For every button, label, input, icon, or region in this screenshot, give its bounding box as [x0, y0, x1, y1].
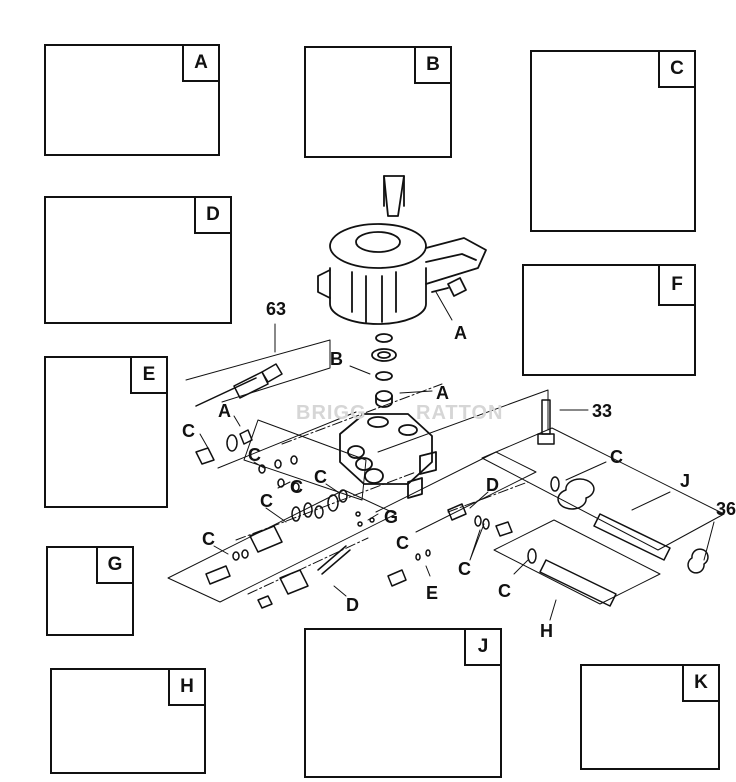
callout-a-upper: A	[454, 323, 467, 343]
callout-j-right: J	[680, 471, 691, 491]
kit-tag-k: K	[682, 666, 718, 702]
kit-box-c: C	[530, 50, 696, 232]
callout-33: 33	[592, 401, 613, 421]
kit-tag-e: E	[130, 358, 166, 394]
callout-c-left3: C	[290, 477, 303, 497]
kit-box-g: G	[46, 546, 134, 636]
callout-c-mid1: C	[314, 467, 327, 487]
callout-h-low: H	[540, 621, 553, 641]
kit-tag-c: C	[658, 52, 694, 88]
pump-housing	[317, 175, 487, 325]
callout-a-mid: A	[436, 383, 449, 403]
kit-tag-b: B	[414, 48, 450, 84]
callout-a-left: A	[218, 401, 231, 421]
kit-box-k: K	[580, 664, 720, 770]
kit-tag-h: H	[168, 670, 204, 706]
callout-c-left4: C	[260, 491, 273, 511]
pump-manifold	[339, 413, 437, 499]
inlet-fitting-63	[195, 363, 283, 407]
kit-box-e: E	[44, 356, 168, 508]
kit-box-j: J	[304, 628, 502, 778]
callout-d-low: D	[346, 595, 359, 615]
callout-63: 63	[266, 299, 287, 319]
bolt-33	[537, 399, 555, 445]
watermark-left: BRIGG	[296, 402, 367, 424]
leader-lines	[199, 291, 715, 621]
kit-tag-j: J	[464, 630, 500, 666]
pump-seal-stack	[371, 333, 397, 408]
callout-b-main: B	[330, 349, 343, 369]
group-brackets	[167, 339, 725, 605]
left-parts-group	[195, 429, 351, 609]
callout-c-right2: C	[498, 581, 511, 601]
right-pipe-assemblies	[527, 476, 709, 607]
callout-e-low: E	[426, 583, 439, 603]
kit-tag-d: D	[194, 198, 230, 234]
callout-c-right1: C	[610, 447, 623, 467]
watermark-right: RATTON	[416, 402, 504, 424]
callout-g-mid: G	[384, 507, 399, 527]
kit-box-b: B	[304, 46, 452, 158]
kit-tag-f: F	[658, 266, 694, 306]
callout-c-right2-low: C	[458, 559, 471, 579]
kit-box-h: H	[50, 668, 206, 774]
callout-36: 36	[716, 499, 736, 519]
kit-box-a: A	[44, 44, 220, 156]
callout-c-left5: C	[202, 529, 215, 549]
kit-tag-a: A	[182, 46, 218, 82]
kit-box-f: F	[522, 264, 696, 376]
callout-c-left2: C	[248, 445, 261, 465]
callout-c-mid2: C	[396, 533, 409, 553]
callout-c-left1: C	[182, 421, 195, 441]
middle-parts-group	[355, 503, 513, 587]
callout-d-mid: D	[486, 475, 499, 495]
kit-box-d: D	[44, 196, 232, 324]
kit-tag-g: G	[96, 548, 132, 584]
